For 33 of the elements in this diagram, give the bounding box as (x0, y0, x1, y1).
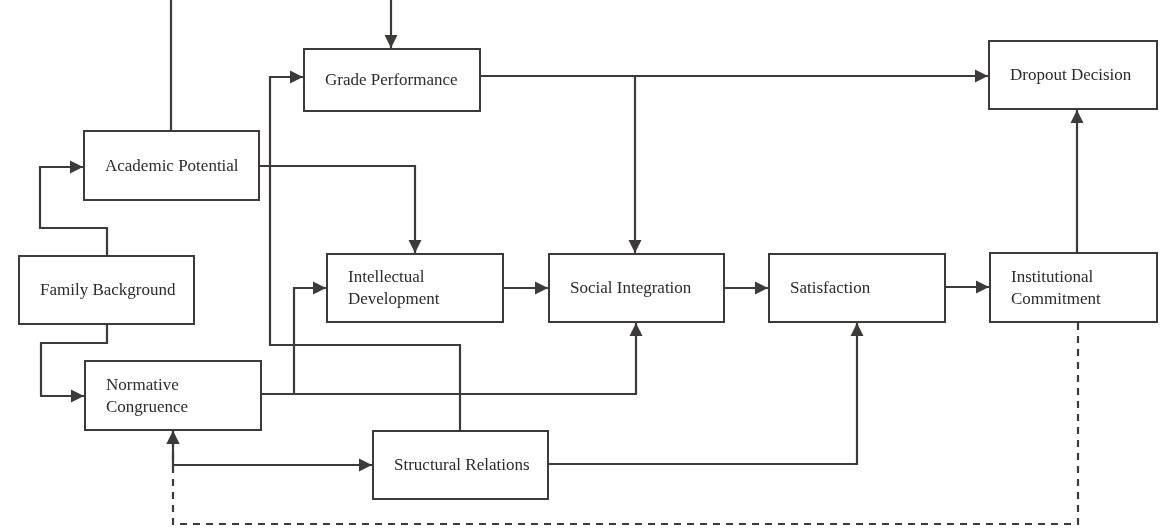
process-box (989, 252, 1158, 323)
box-label: Grade Performance (325, 69, 459, 91)
process-box (18, 255, 195, 325)
box-label: Satisfaction (790, 277, 872, 299)
process-box (84, 360, 262, 431)
process-box (83, 130, 260, 201)
box-label: Social Integration (570, 277, 693, 299)
process-box (988, 40, 1158, 110)
arrow (1070, 110, 1084, 252)
arrow (260, 164, 422, 253)
box-label: Intellectual Development (348, 266, 441, 310)
box-label: Family Background (40, 279, 177, 301)
process-box (768, 253, 946, 323)
arrow (549, 323, 864, 466)
box-label: Structural Relations (394, 454, 531, 476)
arrow (504, 281, 548, 295)
arrow (262, 323, 643, 396)
arrow (268, 70, 462, 430)
process-box (303, 48, 481, 112)
arrow (384, 0, 398, 48)
arrow (38, 160, 109, 255)
process-box (372, 430, 549, 500)
box-label: Institutional Commitment (1011, 265, 1102, 310)
process-box (326, 253, 504, 323)
box-label: Dropout Decision (1010, 64, 1133, 86)
arrow (946, 280, 989, 294)
arrow (481, 74, 642, 253)
arrow (725, 281, 768, 295)
process-box (548, 253, 725, 323)
arrow (39, 325, 109, 403)
arrow (166, 323, 1080, 526)
box-label: Normative Congruence (106, 373, 190, 418)
box-label: Academic Potential (105, 154, 240, 177)
